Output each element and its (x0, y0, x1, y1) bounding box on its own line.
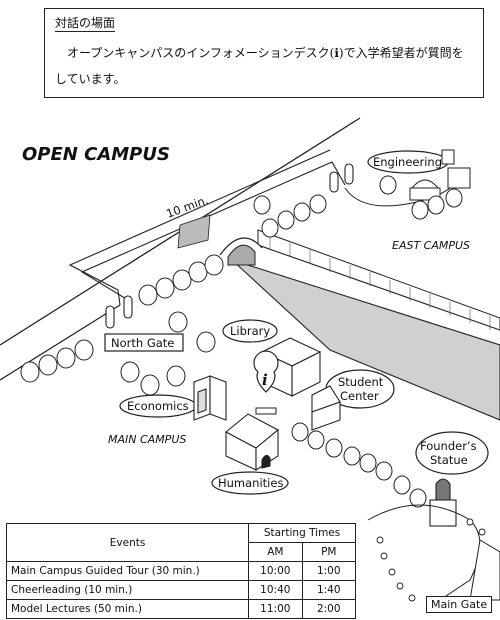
east-wall (257, 229, 500, 331)
economics-building (193, 375, 227, 421)
humanities-bubble (211, 471, 289, 495)
north-gate-label: North Gate (111, 336, 174, 350)
table-row: Model Lectures (50 min.) 11:00 2:00 (5, 599, 357, 619)
trees (20, 175, 463, 508)
east-campus-label: EAST CAMPUS (392, 239, 470, 252)
main-gate-structure (469, 539, 500, 601)
events-table: Events Starting Times AM PM Main Campus … (5, 523, 357, 619)
table-row: Cheerleading (10 min.) 10:40 1:40 (5, 580, 357, 600)
main-campus-label: MAIN CAMPUS (108, 433, 186, 446)
pm-header: PM (301, 542, 357, 562)
event-pm-time: 1:00 (301, 561, 357, 581)
student-center-building (311, 385, 341, 431)
road-edge-lower-left (0, 304, 121, 381)
table-row: Main Campus Guided Tour (30 min.) 10:00 … (5, 561, 357, 581)
am-header: AM (248, 542, 303, 562)
library-bubble (222, 319, 278, 343)
north-gate-label-box (104, 333, 184, 352)
economics-label: Economics (127, 399, 189, 413)
event-am-time: 10:40 (248, 580, 303, 600)
engineering-label: Engineering (373, 155, 442, 169)
founders-statue-bubble (415, 431, 489, 475)
event-am-time: 10:00 (248, 561, 303, 581)
river (231, 259, 500, 421)
info-desk-table (255, 407, 277, 415)
humanities-label: Humanities (218, 476, 283, 490)
wall-bricks (269, 236, 491, 330)
event-name: Cheerleading (10 min.) (5, 580, 250, 600)
event-pm-time: 1:40 (301, 580, 357, 600)
dialog-body: オープンキャンパスのインフォメーションデスク(ℹ)で入学希望者が質問をしています… (55, 46, 464, 86)
student-center-label-line1: Student (338, 375, 384, 389)
event-name: Model Lectures (50 min.) (5, 599, 250, 619)
dialog-heading: 対話の場面 (55, 16, 116, 32)
event-am-time: 11:00 (248, 599, 303, 619)
walking-path-inner (80, 161, 346, 301)
information-desk-icon (253, 350, 279, 393)
path-to-main-gate (367, 504, 481, 601)
events-header: Events (5, 523, 250, 562)
humanities-building (225, 413, 279, 472)
dialog-scene-box: 対話の場面 オープンキャンパスのインフォメーションデスク(ℹ)で入学希望者が質問… (44, 8, 484, 98)
founders-statue-label-line2: Statue (430, 453, 468, 467)
engineering-buildings (409, 149, 471, 201)
library-label: Library (230, 324, 270, 338)
main-gate-label: Main Gate (426, 596, 493, 613)
event-name: Main Campus Guided Tour (30 min.) (5, 561, 250, 581)
event-pm-time: 2:00 (301, 599, 357, 619)
map-title: OPEN CAMPUS (22, 144, 170, 165)
student-center-label-line2: Center (340, 389, 379, 403)
flowers (376, 518, 486, 602)
info-icon-letter: i (262, 371, 268, 389)
walking-path-outer (68, 149, 331, 306)
founders-statue (429, 478, 457, 527)
founders-statue-label-line1: Founder’s (420, 439, 477, 453)
overpass (177, 214, 211, 249)
north-gate-posts (105, 163, 354, 329)
starting-times-header: Starting Times (248, 523, 356, 543)
